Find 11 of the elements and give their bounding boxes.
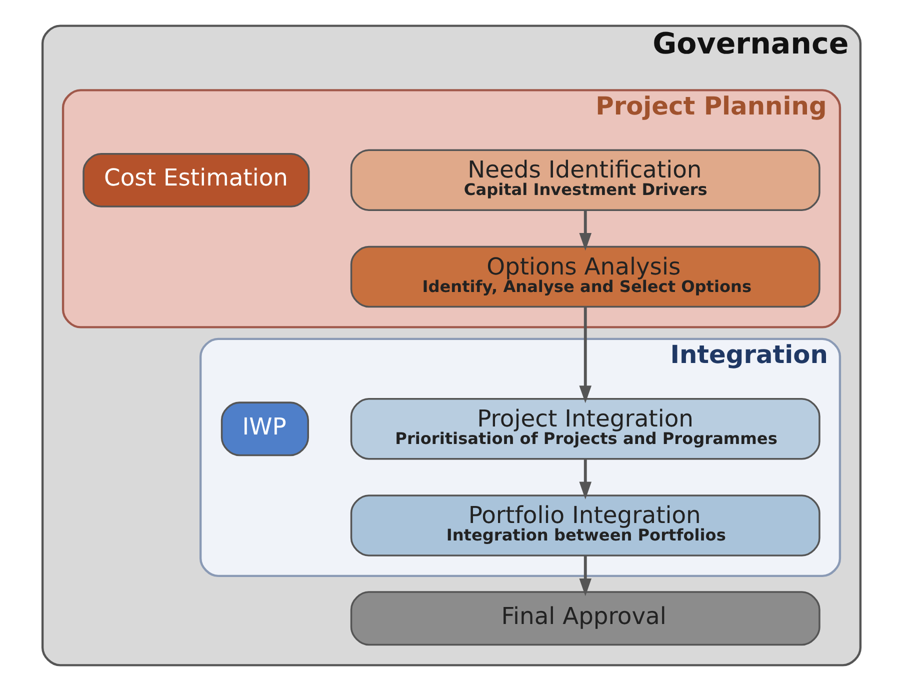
node-box: IWP: [220, 402, 308, 456]
node-box: Needs Identification Capital Investment Drivers: [350, 149, 820, 212]
node-box: Cost Estimation: [82, 152, 310, 208]
node-box: Final Approval: [350, 591, 820, 646]
arrow: [578, 458, 592, 500]
node-box: Options Analysis Identify, Analyse and Select Options: [350, 246, 820, 308]
arrow: [578, 306, 592, 404]
node-box: Portfolio Integration Integration between Portfolios: [350, 494, 820, 556]
node-box: Project Integration Prioritisation of Projects and Programmes: [350, 398, 820, 460]
arrow: [578, 210, 592, 251]
arrow: [578, 556, 592, 596]
